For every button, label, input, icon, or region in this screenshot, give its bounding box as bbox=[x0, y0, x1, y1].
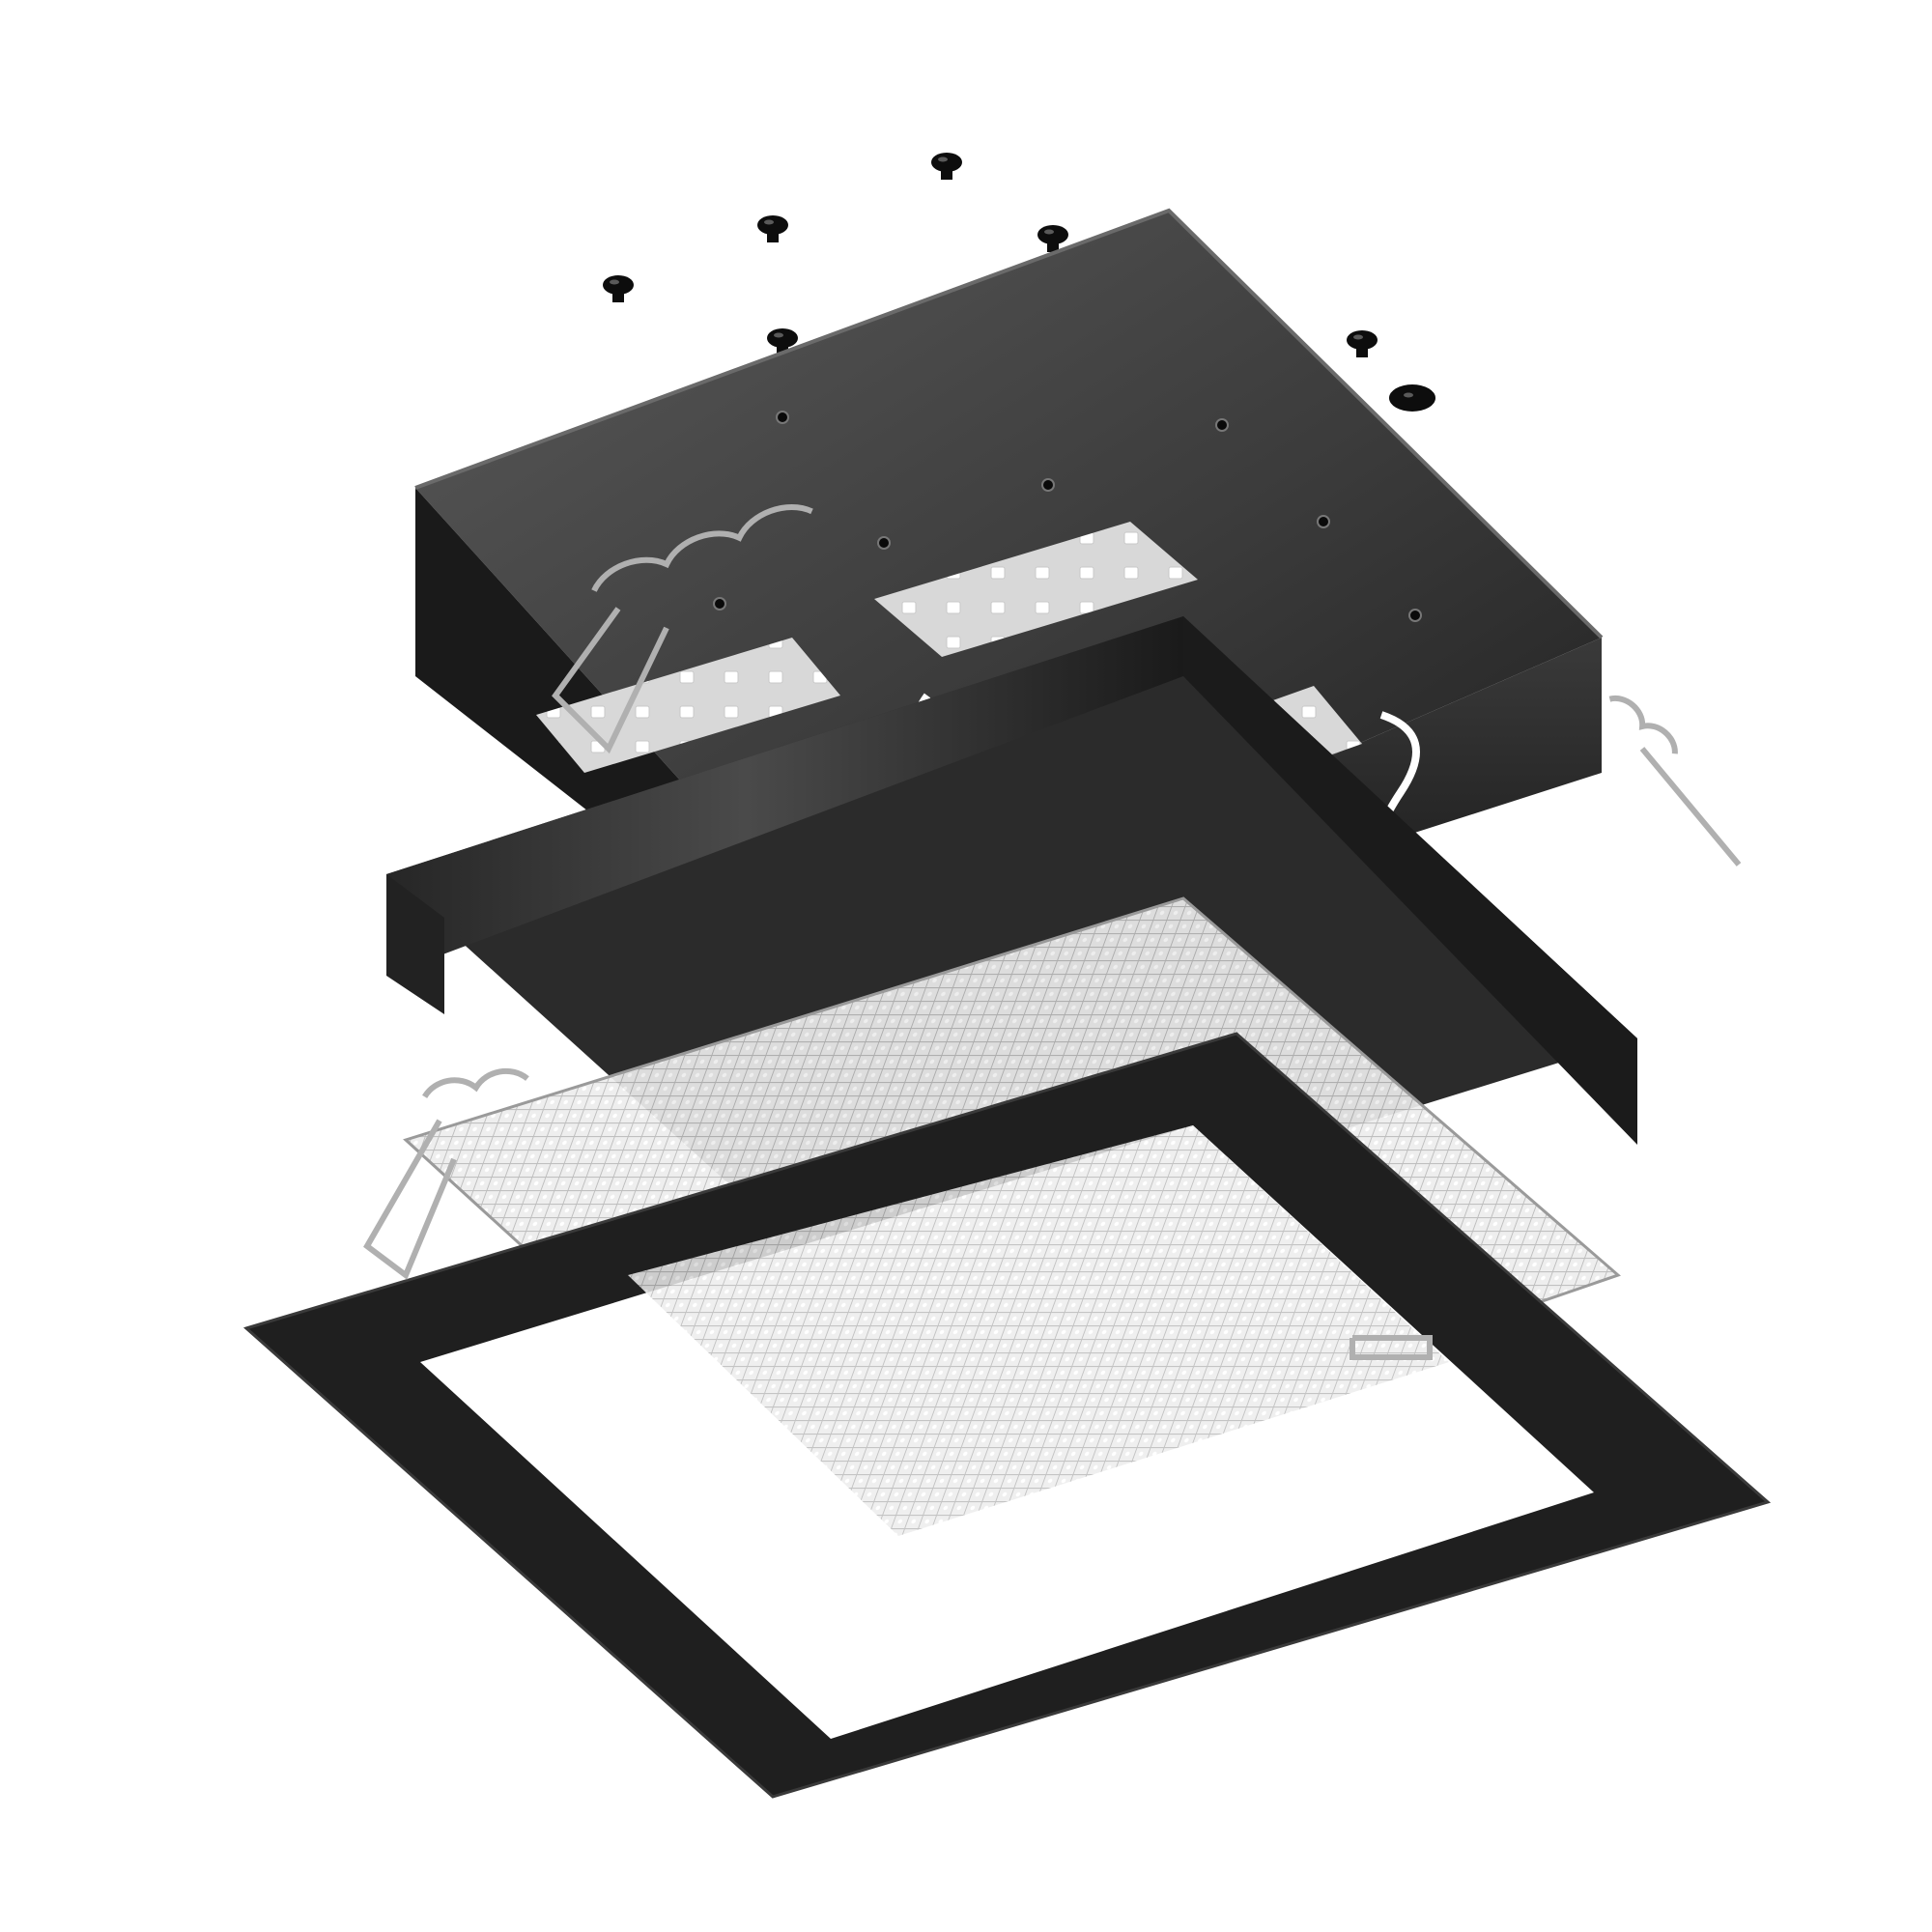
spring-clip-top-left bbox=[552, 504, 813, 754]
spring-clip-right bbox=[1608, 695, 1742, 867]
screw-icon bbox=[1037, 225, 1068, 252]
screw-icon bbox=[603, 275, 634, 302]
trim-lens-view bbox=[628, 1125, 1449, 1536]
frame-front-left bbox=[386, 616, 1183, 976]
screw-icon bbox=[757, 215, 788, 242]
led-module-1 bbox=[874, 522, 1198, 657]
trim-bezel bbox=[242, 1032, 1772, 1799]
screw-icon bbox=[1389, 384, 1435, 412]
screw-icon bbox=[1347, 330, 1378, 357]
spring-clip-left bbox=[363, 1067, 529, 1280]
frame-left-side bbox=[386, 874, 444, 1014]
spring-clips bbox=[363, 504, 1742, 1360]
frame-right bbox=[1183, 616, 1637, 1145]
spring-clip-bottom-right bbox=[1350, 1335, 1433, 1360]
screw-icon bbox=[931, 153, 962, 180]
